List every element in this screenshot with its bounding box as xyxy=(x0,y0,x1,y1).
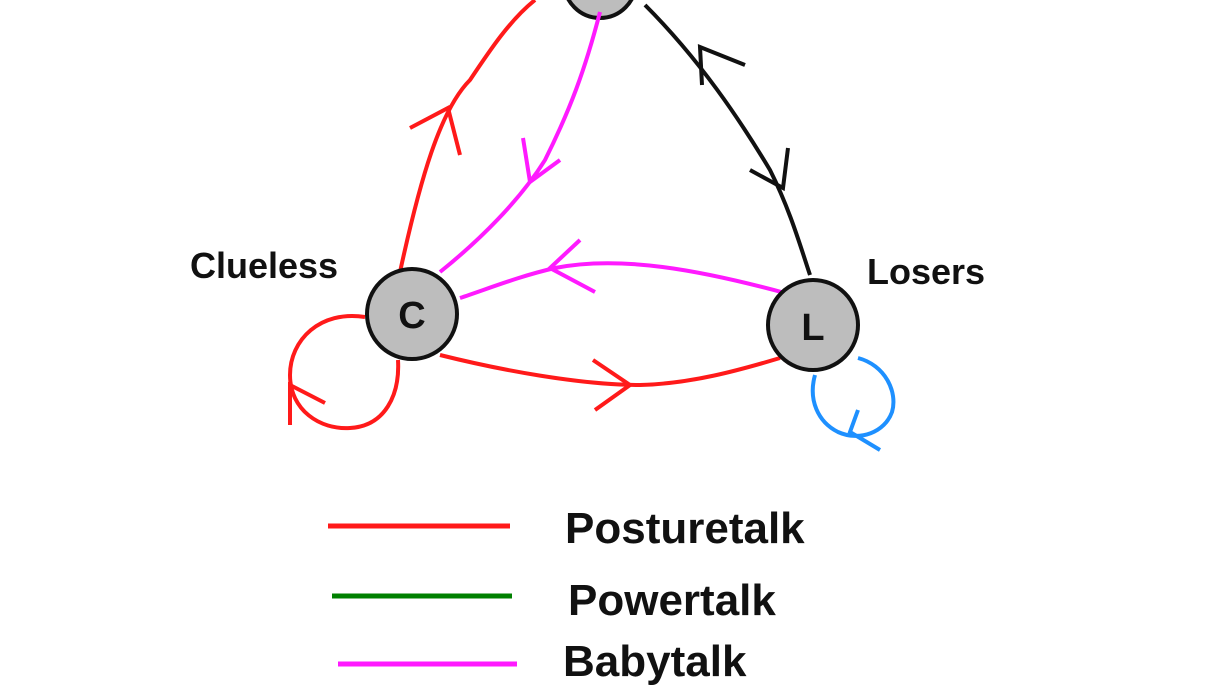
node-clueless-letter: C xyxy=(398,295,425,337)
node-clueless-name: Clueless xyxy=(190,245,338,286)
edge-top-to-clueless xyxy=(438,11,602,274)
arrowhead-top-to-clueless xyxy=(521,137,562,186)
legend-label-powertalk: Powertalk xyxy=(568,576,776,625)
edge-clueless-to-losers xyxy=(439,353,781,388)
self-loop-losers xyxy=(810,356,896,438)
legend-label-babytalk: Babytalk xyxy=(563,637,747,686)
legend: Posturetalk Powertalk Babytalk xyxy=(328,504,805,686)
edge-losers-to-clueless xyxy=(459,261,786,300)
arrowhead-self-loop-clueless xyxy=(288,381,326,425)
self-loop-clueless xyxy=(287,314,401,431)
legend-label-posturetalk: Posturetalk xyxy=(565,504,805,553)
node-clueless xyxy=(365,267,459,361)
arrowhead-self-loop-losers xyxy=(847,409,882,452)
arrowhead-losers-to-clueless xyxy=(546,238,596,294)
arrowhead-down-on-black-edge xyxy=(749,147,790,192)
edge-clueless-to-top xyxy=(398,0,537,273)
node-losers-name: Losers xyxy=(867,251,985,292)
arrowhead-clueless-to-losers xyxy=(591,358,634,412)
arrowhead-clueless-to-top xyxy=(409,105,462,156)
arrowhead-up-on-black-edge xyxy=(697,43,746,86)
edge-top-losers xyxy=(643,3,812,276)
node-losers-letter: L xyxy=(801,307,824,349)
node-losers xyxy=(766,278,860,372)
